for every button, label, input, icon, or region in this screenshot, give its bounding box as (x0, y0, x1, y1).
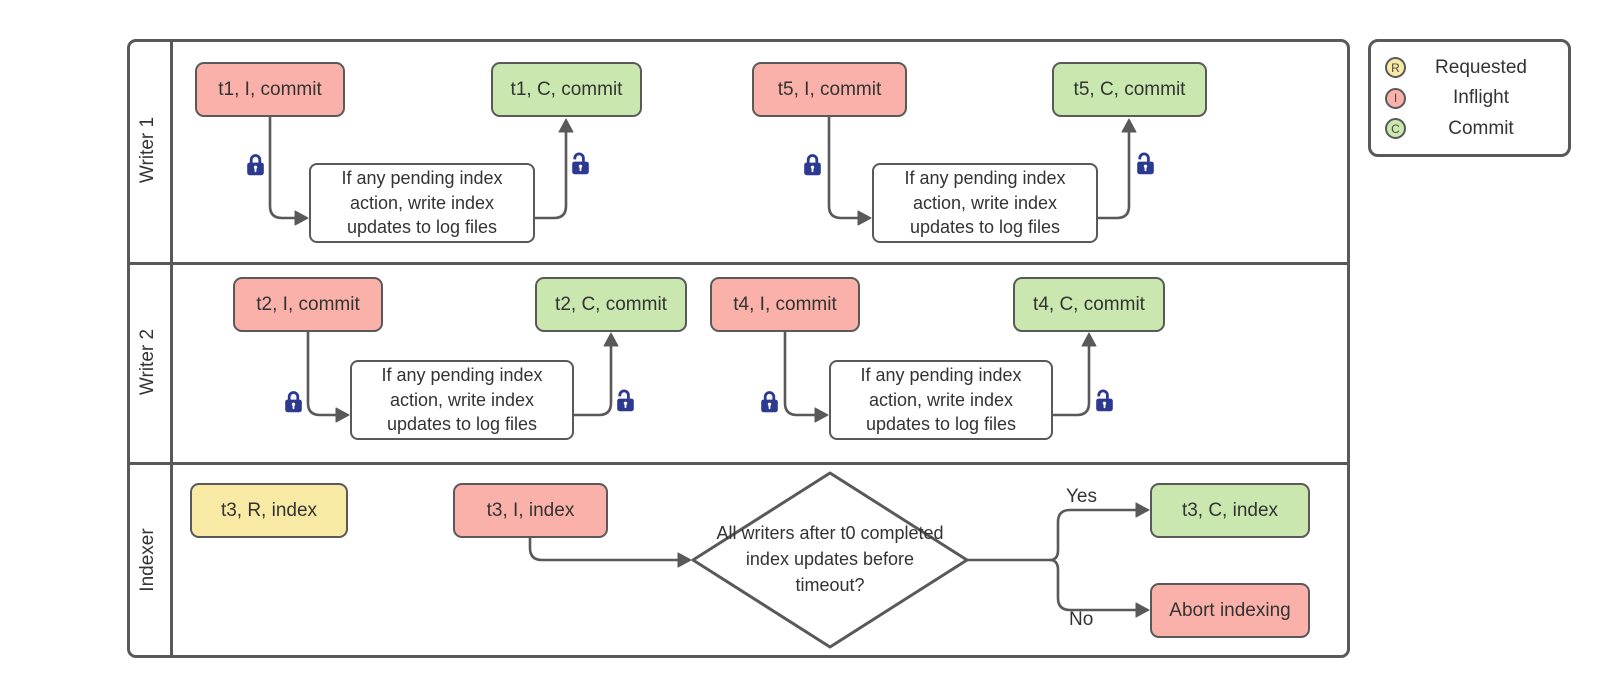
state-node-t4-commit: t4, C, commit (1013, 277, 1165, 332)
legend-label-commit: Commit (1448, 117, 1514, 139)
state-node-t3-inflight: t3, I, index (453, 483, 608, 538)
open-lock-icon (1096, 389, 1113, 412)
process-node-writer1-action-1: If any pending index action, write index… (309, 163, 535, 243)
legend-label-inflight: Inflight (1453, 87, 1509, 108)
requested-state-icon: R (1385, 57, 1406, 78)
closed-lock-icon (247, 154, 264, 176)
open-lock-icon (1137, 152, 1154, 175)
state-node-t2-inflight: t2, I, commit (233, 277, 383, 332)
swimlane-frame (127, 39, 1350, 658)
edge-label-no: No (1069, 609, 1094, 630)
state-node-t5-commit: t5, C, commit (1052, 62, 1207, 117)
legend-item-requested: R Requested (1385, 57, 1556, 79)
state-node-abort-indexing: Abort indexing (1150, 583, 1310, 638)
legend-item-inflight: I Inflight (1385, 87, 1556, 109)
process-node-writer2-action-1: If any pending index action, write index… (350, 360, 574, 440)
commit-state-icon: C (1385, 118, 1406, 139)
decision-node-label: All writers after t0 completed index upd… (716, 523, 944, 595)
closed-lock-icon (285, 391, 302, 413)
state-node-t2-commit: t2, C, commit (535, 277, 687, 332)
legend-item-commit: C Commit (1385, 118, 1556, 140)
closed-lock-icon (804, 154, 821, 176)
lane-divider-1 (127, 262, 1350, 265)
closed-lock-icon (761, 391, 778, 413)
lane-label-indexer: Indexer (137, 528, 158, 592)
legend-label-requested: Requested (1435, 56, 1527, 78)
open-lock-icon (572, 152, 589, 175)
lane-divider-2 (127, 462, 1350, 465)
state-node-t4-inflight: t4, I, commit (710, 277, 860, 332)
state-node-t5-inflight: t5, I, commit (752, 62, 907, 117)
process-node-writer1-action-2: If any pending index action, write index… (872, 163, 1098, 243)
edge-label-yes: Yes (1066, 486, 1097, 507)
state-node-t3-commit: t3, C, index (1150, 483, 1310, 538)
legend: R Requested I Inflight C Commit (1368, 39, 1571, 157)
open-lock-icon (617, 389, 634, 412)
state-node-t1-commit: t1, C, commit (491, 62, 642, 117)
state-node-t1-inflight: t1, I, commit (195, 62, 345, 117)
lane-title-separator (170, 39, 173, 658)
state-node-t3-requested: t3, R, index (190, 483, 348, 538)
process-node-writer2-action-2: If any pending index action, write index… (829, 360, 1053, 440)
lane-label-writer-1: Writer 1 (137, 116, 158, 184)
inflight-state-icon: I (1385, 87, 1406, 109)
lane-label-writer-2: Writer 2 (137, 328, 158, 396)
